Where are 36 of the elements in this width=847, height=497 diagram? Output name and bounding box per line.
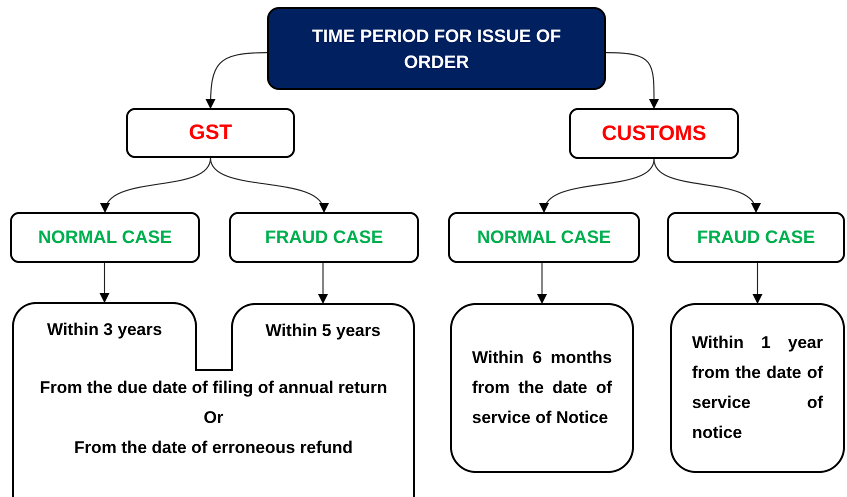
arrow bbox=[537, 263, 547, 304]
box-label: CUSTOMS bbox=[602, 122, 706, 146]
box-label: Within 6 months from the date of service of Notice bbox=[472, 347, 612, 429]
arrow bbox=[606, 52, 659, 109]
box-label: NORMAL CASE bbox=[38, 227, 172, 248]
result-box bbox=[670, 303, 845, 473]
box-label: From the due date of filing of annual return bbox=[40, 377, 388, 399]
box-label: FRAUD CASE bbox=[696, 227, 815, 248]
category-box bbox=[569, 108, 739, 159]
box-label: From the date of erroneous refund bbox=[74, 437, 353, 459]
period-tab bbox=[12, 302, 197, 371]
box-label: Or bbox=[204, 407, 224, 429]
case-box bbox=[229, 212, 419, 263]
box-label: Within 5 years bbox=[265, 321, 381, 341]
arrow bbox=[318, 263, 328, 304]
box-label: TIME PERIOD FOR ISSUE OF ORDER bbox=[310, 24, 562, 74]
arrow bbox=[653, 158, 759, 213]
arrow bbox=[541, 158, 655, 213]
case-box bbox=[448, 212, 640, 263]
period-tab bbox=[231, 303, 415, 371]
arrow bbox=[102, 158, 212, 213]
period-detail-box bbox=[12, 369, 415, 497]
result-box bbox=[450, 303, 634, 473]
box-label: GST bbox=[188, 121, 232, 145]
arrow bbox=[100, 263, 110, 303]
box-label: Within 1 year from the date of service of notice bbox=[692, 332, 823, 444]
arrow bbox=[210, 158, 327, 213]
box-label: NORMAL CASE bbox=[477, 227, 611, 248]
case-box bbox=[10, 212, 200, 263]
category-box bbox=[126, 108, 295, 158]
case-box bbox=[667, 212, 845, 263]
title-box bbox=[267, 7, 606, 90]
box-label: Within 3 years bbox=[46, 320, 162, 340]
arrow bbox=[206, 52, 268, 109]
arrow bbox=[752, 263, 762, 304]
box-label: FRAUD CASE bbox=[264, 227, 383, 248]
